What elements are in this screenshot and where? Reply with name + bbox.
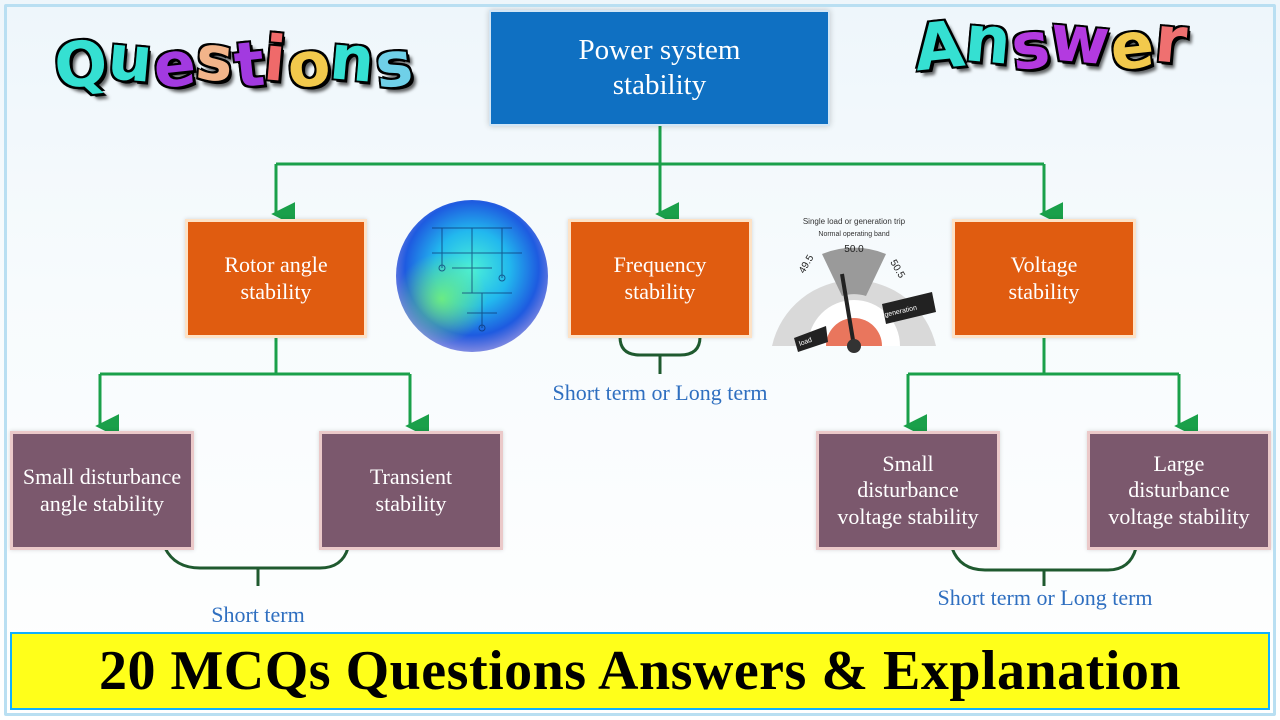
root-node-label: Power system stability	[578, 34, 741, 101]
small-voltage-label: Small disturbance voltage stability	[837, 450, 979, 529]
small-angle-label: Small disturbance angle stability	[22, 464, 182, 516]
headline-letter: n	[961, 2, 1015, 80]
large-voltage-label: Large disturbance voltage stability	[1108, 450, 1250, 529]
frequency-label: Frequency stability	[613, 252, 707, 304]
gauge-arc-label: Single load or generation trip	[803, 217, 906, 226]
transient-label: Transient stability	[369, 464, 453, 516]
rotor-leaves-brace	[163, 547, 350, 570]
grid-network-globe-image	[396, 200, 548, 352]
headline-letter: Q	[50, 25, 112, 104]
gauge-right-value: 50.5	[887, 258, 906, 281]
voltage-leaves-brace	[950, 547, 1138, 572]
transient-node: Transient stability	[319, 431, 503, 550]
title-banner: 20 MCQs Questions Answers & Explanation	[10, 632, 1270, 710]
rotor-angle-node: Rotor angle stability	[185, 219, 367, 338]
banner-text: 20 MCQs Questions Answers & Explanation	[98, 640, 1182, 702]
gauge-center-value: 50.0	[844, 244, 864, 255]
headline-letter: s	[372, 26, 418, 103]
headline-letter: r	[1151, 2, 1191, 80]
answer-headline: Answer	[911, 2, 1191, 87]
small-voltage-node: Small disturbance voltage stability	[816, 431, 1000, 550]
rotor-term-note: Short term	[211, 602, 305, 627]
frequency-brace	[618, 336, 702, 357]
gauge-band-label: Normal operating band	[818, 231, 889, 238]
root-node: Power system stability	[489, 10, 830, 126]
frequency-node: Frequency stability	[568, 219, 752, 338]
gauge-load-tag: load	[798, 337, 813, 348]
questions-headline: Questions	[51, 20, 418, 103]
gauge-left-value: 49.5	[797, 253, 816, 276]
voltage-term-note: Short term or Long term	[937, 585, 1153, 610]
headline-letter: w	[1047, 1, 1114, 81]
frequency-gauge-image: Single load or generation trip Normal op…	[772, 217, 936, 353]
headline-letter: u	[104, 20, 157, 97]
headline-letter: A	[910, 7, 969, 87]
voltage-label: Voltage stability	[1008, 252, 1080, 304]
voltage-node: Voltage stability	[952, 219, 1136, 338]
large-voltage-node: Large disturbance voltage stability	[1087, 431, 1271, 550]
rotor-angle-label: Rotor angle stability	[224, 252, 328, 304]
small-angle-node: Small disturbance angle stability	[10, 431, 194, 550]
headline-letter: e	[1106, 7, 1159, 87]
frequency-term-note: Short term or Long term	[552, 380, 768, 405]
